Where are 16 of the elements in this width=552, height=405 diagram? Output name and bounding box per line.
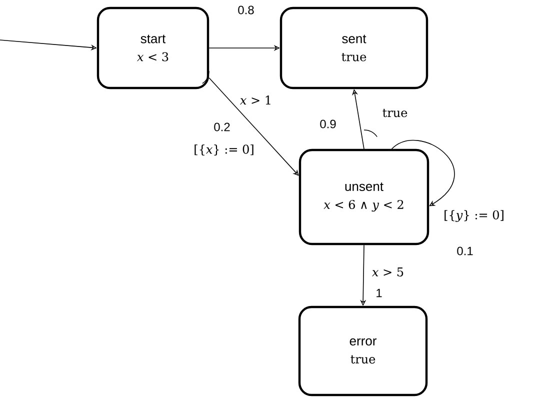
state-box: sent true [280, 6, 428, 90]
edge-label: 0.9 [318, 118, 338, 130]
arrow [208, 77, 299, 176]
guard-label: true [382, 108, 408, 118]
state-box: error true [298, 306, 428, 396]
edge-label: 0.8 [236, 4, 256, 16]
edge-label: 1 [374, 288, 384, 298]
guard-label: x > 5 [372, 268, 404, 276]
edge-label: 0.1 [456, 246, 474, 256]
guard-label: [{x} := 0] [194, 144, 254, 156]
state-box: unsent x < 6 ∧ y < 2 [298, 148, 430, 246]
arrow [391, 140, 455, 206]
guard-label: x > 1 [240, 96, 270, 104]
guard-label: [{y} := 0] [444, 210, 504, 222]
edge-label: 0.2 [212, 122, 232, 132]
state-box: start x < 3 [96, 6, 210, 90]
